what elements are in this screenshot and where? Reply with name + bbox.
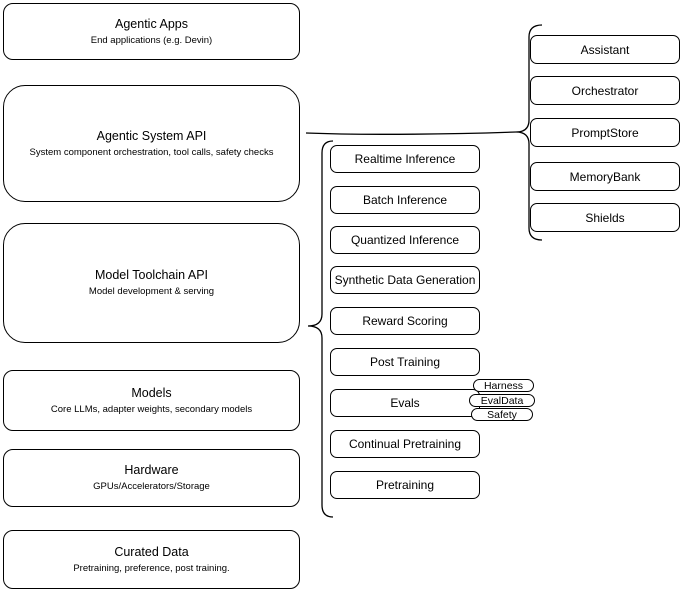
node-curated-data[interactable]: Curated Data Pretraining, preference, po… bbox=[3, 530, 300, 589]
node-label: Post Training bbox=[369, 355, 441, 369]
node-label: Synthetic Data Generation bbox=[334, 273, 476, 287]
node-memorybank[interactable]: MemoryBank bbox=[530, 162, 680, 191]
node-label: Evals bbox=[390, 396, 420, 410]
pill-evaldata[interactable]: EvalData bbox=[469, 394, 535, 407]
node-reward-scoring[interactable]: Reward Scoring bbox=[330, 307, 480, 335]
node-agentic-apps[interactable]: Agentic Apps End applications (e.g. Devi… bbox=[3, 3, 300, 60]
node-label: Realtime Inference bbox=[354, 152, 456, 166]
node-label: Continual Pretraining bbox=[348, 437, 462, 451]
node-label: Batch Inference bbox=[362, 193, 448, 207]
node-realtime-inference[interactable]: Realtime Inference bbox=[330, 145, 480, 173]
node-continual-pretraining[interactable]: Continual Pretraining bbox=[330, 430, 480, 458]
node-quantized-inference[interactable]: Quantized Inference bbox=[330, 226, 480, 254]
node-label: Shields bbox=[585, 210, 625, 225]
node-pretraining[interactable]: Pretraining bbox=[330, 471, 480, 499]
node-label: Reward Scoring bbox=[362, 314, 448, 328]
node-batch-inference[interactable]: Batch Inference bbox=[330, 186, 480, 214]
node-title: Agentic System API bbox=[96, 128, 207, 143]
node-orchestrator[interactable]: Orchestrator bbox=[530, 76, 680, 105]
node-subtitle: End applications (e.g. Devin) bbox=[90, 34, 213, 46]
node-models[interactable]: Models Core LLMs, adapter weights, secon… bbox=[3, 370, 300, 431]
node-subtitle: Pretraining, preference, post training. bbox=[73, 562, 230, 574]
toolchain-brace bbox=[307, 140, 334, 518]
node-label: MemoryBank bbox=[569, 169, 641, 184]
node-promptstore[interactable]: PromptStore bbox=[530, 118, 680, 147]
node-model-toolchain-api[interactable]: Model Toolchain API Model development & … bbox=[3, 223, 300, 343]
node-hardware[interactable]: Hardware GPUs/Accelerators/Storage bbox=[3, 449, 300, 507]
node-label: Assistant bbox=[580, 42, 630, 57]
node-title: Curated Data bbox=[114, 544, 189, 559]
node-title: Model Toolchain API bbox=[94, 268, 209, 282]
node-post-training[interactable]: Post Training bbox=[330, 348, 480, 376]
node-title: Agentic Apps bbox=[115, 16, 188, 31]
node-synthetic-data-generation[interactable]: Synthetic Data Generation bbox=[330, 266, 480, 294]
pill-label: Safety bbox=[487, 408, 517, 421]
pill-label: Harness bbox=[483, 379, 524, 392]
pill-harness[interactable]: Harness bbox=[473, 379, 534, 392]
connector-line bbox=[305, 131, 517, 135]
node-title: Models bbox=[131, 385, 172, 400]
node-label: Orchestrator bbox=[571, 83, 639, 98]
node-title: Hardware bbox=[124, 463, 179, 477]
system-components-brace bbox=[515, 24, 543, 241]
node-shields[interactable]: Shields bbox=[530, 203, 680, 232]
node-subtitle: System component orchestration, tool cal… bbox=[29, 146, 274, 158]
pill-safety[interactable]: Safety bbox=[471, 408, 533, 421]
pill-label: EvalData bbox=[480, 394, 524, 407]
node-label: PromptStore bbox=[571, 125, 639, 140]
node-label: Pretraining bbox=[375, 478, 435, 492]
node-label: Quantized Inference bbox=[350, 233, 460, 247]
node-assistant[interactable]: Assistant bbox=[530, 35, 680, 64]
node-subtitle: GPUs/Accelerators/Storage bbox=[93, 481, 210, 492]
node-evals[interactable]: Evals bbox=[330, 389, 480, 417]
node-subtitle: Model development & serving bbox=[88, 286, 215, 297]
node-agentic-system-api[interactable]: Agentic System API System component orch… bbox=[3, 85, 300, 202]
node-subtitle: Core LLMs, adapter weights, secondary mo… bbox=[50, 403, 253, 415]
